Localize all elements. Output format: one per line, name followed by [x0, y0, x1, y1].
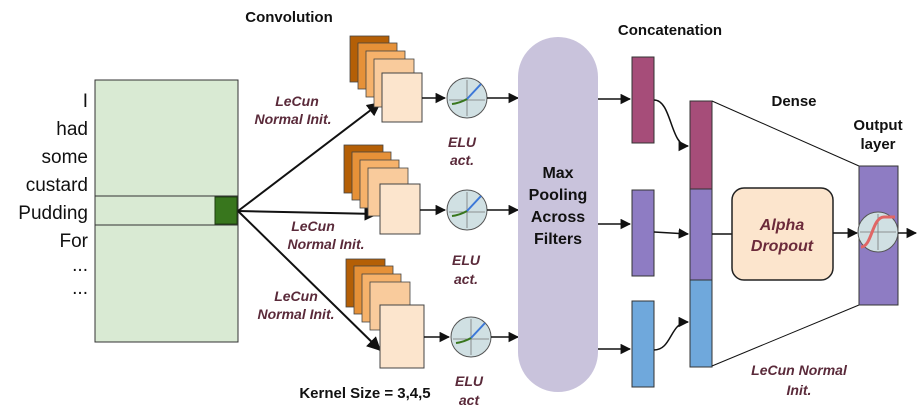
- elu-label-3-line2: act: [459, 392, 481, 408]
- output-layer-label-line2: layer: [860, 136, 895, 153]
- input-word: ...: [72, 278, 88, 299]
- dense-label: Dense: [771, 93, 816, 110]
- pooled-vector-2: [631, 189, 655, 277]
- filter-stack-2: [343, 144, 421, 235]
- init-label-2-line1: LeCun: [291, 218, 335, 234]
- init-label-3-line2: Normal Init.: [257, 306, 334, 322]
- input-word: ...: [72, 255, 88, 276]
- filter-stack-1: [349, 35, 423, 123]
- arrow-to-filter-3: [237, 210, 382, 351]
- elu-label-2-line2: act.: [454, 271, 478, 287]
- arrow-to-filter-2: [237, 206, 379, 221]
- dense-init-label-line2: Init.: [787, 382, 812, 398]
- input-words: I had some custard Pudding For ... ...: [18, 91, 88, 299]
- softmax-activation: [857, 211, 899, 253]
- input-word: custard: [26, 175, 88, 196]
- filter-stack-3: [345, 258, 425, 369]
- elu-activation-3: [450, 316, 492, 358]
- output-layer-label-line1: Output: [853, 117, 902, 134]
- dropout-label-line2: Dropout: [751, 238, 814, 255]
- arrow-vector-3-to-concat: [653, 316, 690, 351]
- init-label-3-line1: LeCun: [274, 288, 318, 304]
- input-word: had: [56, 119, 88, 140]
- kernel-size-label: Kernel Size = 3,4,5: [299, 385, 430, 402]
- elu-label-1-line2: act.: [450, 152, 474, 168]
- dense-connection-bottom: [711, 304, 860, 367]
- input-word: some: [42, 147, 88, 168]
- dense-connection-top: [711, 100, 860, 167]
- elu-label-2-line1: ELU: [452, 252, 481, 268]
- pool-label-line3: Across: [531, 209, 585, 226]
- sliding-window-row: [94, 195, 239, 226]
- elu-label-1-line1: ELU: [448, 134, 477, 150]
- concatenation-label: Concatenation: [618, 22, 722, 39]
- elu-activation-1: [446, 77, 488, 119]
- arrow-vector-2-to-concat: [653, 228, 690, 239]
- input-word: I: [83, 91, 88, 112]
- input-word: Pudding: [18, 203, 88, 224]
- arrow-to-filter-1: [237, 102, 382, 212]
- pool-label-line2: Pooling: [529, 187, 588, 204]
- input-word: For: [60, 231, 89, 252]
- pool-label-line4: Filters: [534, 231, 582, 248]
- init-label-1-line1: LeCun: [275, 93, 319, 109]
- dense-init-label-line1: LeCun Normal: [751, 362, 848, 378]
- elu-activation-2: [446, 189, 488, 231]
- pool-label-line1: Max: [542, 165, 573, 182]
- convolution-label: Convolution: [245, 9, 332, 26]
- concatenated-vector: [689, 100, 713, 368]
- pooled-vector-1: [631, 56, 655, 144]
- elu-label-3-line1: ELU: [455, 373, 484, 389]
- alpha-dropout-block: [731, 187, 834, 281]
- init-label-2-line2: Normal Init.: [287, 236, 364, 252]
- dropout-label-line1: Alpha: [759, 217, 805, 234]
- max-pooling-block: [518, 37, 598, 392]
- arrow-vector-1-to-concat: [653, 99, 690, 152]
- sliding-window-kernel: [214, 196, 238, 225]
- init-label-1-line2: Normal Init.: [254, 111, 331, 127]
- pooled-vector-3: [631, 300, 655, 388]
